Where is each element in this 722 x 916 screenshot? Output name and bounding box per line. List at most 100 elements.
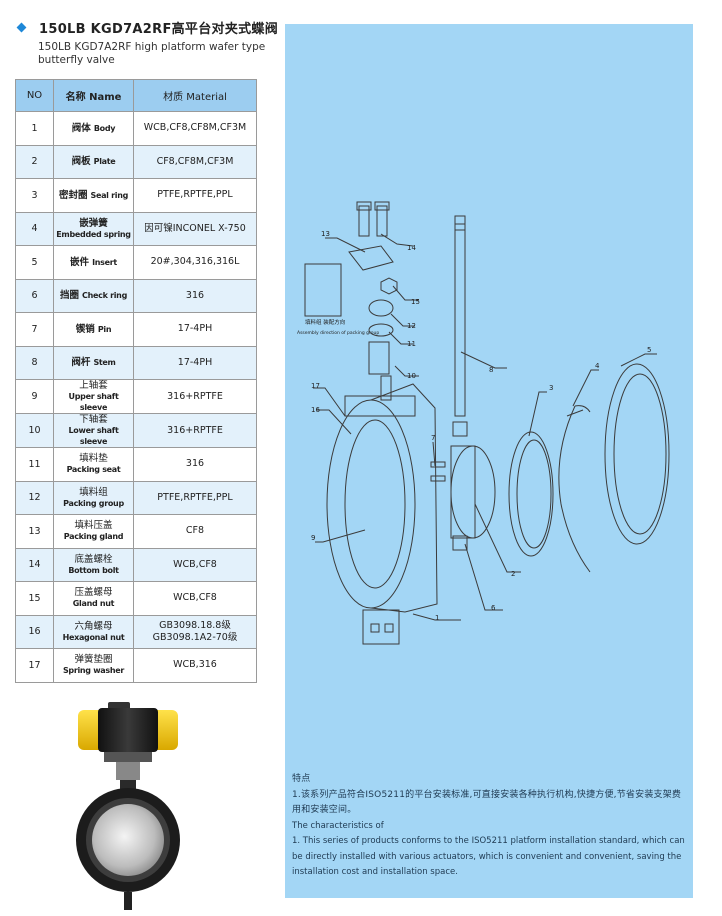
part-material: 316 bbox=[133, 278, 257, 313]
part-name-en: Check ring bbox=[82, 291, 127, 301]
page-header: 150LB KGD7A2RF高平台对夹式蝶阀 150LB KGD7A2RF hi… bbox=[16, 18, 286, 67]
callout-16: 16 bbox=[311, 406, 320, 414]
part-number: 4 bbox=[15, 211, 54, 246]
callout-1: 1 bbox=[435, 614, 439, 622]
part-name-cn: 填料组 bbox=[79, 486, 108, 498]
part-material: 316+RPTFE bbox=[133, 379, 257, 414]
title-chinese: 150LB KGD7A2RF高平台对夹式蝶阀 bbox=[39, 22, 279, 37]
part-material: WCB,CF8 bbox=[133, 581, 257, 616]
part-number: 6 bbox=[15, 278, 54, 313]
table-header-row: NO 名称 Name 材质 Material bbox=[15, 79, 257, 112]
features-heading-cn: 特点 bbox=[292, 774, 311, 784]
part-name: 嵌件 Insert bbox=[53, 245, 134, 280]
part-name-cn: 底盖螺栓 bbox=[74, 553, 113, 565]
part-name-cn: 嵌弹簧 bbox=[79, 217, 108, 229]
part-number: 16 bbox=[15, 614, 54, 649]
callout-14: 14 bbox=[407, 244, 416, 252]
part-material: 17-4PH bbox=[133, 345, 257, 380]
diagram-panel: 1 2 3 4 5 6 7 8 9 10 11 12 13 14 15 16 1… bbox=[285, 24, 693, 898]
part-number: 10 bbox=[15, 413, 54, 448]
part-number: 15 bbox=[15, 581, 54, 616]
part-name-en: Pin bbox=[97, 324, 112, 334]
part-name: 挡圈 Check ring bbox=[53, 278, 134, 313]
part-name-en: Spring washer bbox=[62, 666, 125, 676]
part-number: 17 bbox=[15, 648, 54, 683]
part-name-en: Bottom bolt bbox=[68, 565, 119, 575]
title-english: 150LB KGD7A2RF high platform wafer type … bbox=[38, 41, 266, 66]
part-name-cn: 阀板 bbox=[71, 156, 91, 168]
inset-label-cn: 填料组 装配方向 bbox=[305, 318, 345, 326]
part-number: 1 bbox=[15, 111, 54, 146]
callout-3: 3 bbox=[549, 384, 553, 392]
part-name-cn: 填料压盖 bbox=[74, 520, 113, 532]
callout-4: 4 bbox=[595, 362, 600, 370]
part-number: 7 bbox=[15, 312, 54, 347]
callout-15: 15 bbox=[411, 298, 420, 306]
callout-11: 11 bbox=[407, 340, 416, 348]
part-material: GB3098.18.8级 GB3098.1A2-70级 bbox=[133, 614, 257, 649]
callout-13: 13 bbox=[321, 230, 330, 238]
part-name-cn: 阀体 bbox=[71, 122, 91, 134]
part-name: 锲销 Pin bbox=[53, 312, 134, 347]
part-material: CF8,CF8M,CF3M bbox=[133, 144, 257, 179]
part-name-en: Packing seat bbox=[66, 465, 121, 475]
actuated-valve-photo bbox=[76, 702, 180, 910]
inset-label-en: Assembly direction of packing group bbox=[297, 330, 379, 336]
part-material: CF8 bbox=[133, 514, 257, 549]
part-number: 13 bbox=[15, 514, 54, 549]
part-material: 17-4PH bbox=[133, 312, 257, 347]
part-material: WCB,CF8,CF8M,CF3M bbox=[133, 111, 257, 146]
part-name-cn: 弹簧垫圈 bbox=[74, 654, 113, 666]
callout-9: 9 bbox=[311, 534, 315, 542]
features-text-en: 1. This series of products conforms to t… bbox=[292, 836, 685, 877]
part-name-cn: 挡圈 bbox=[60, 290, 80, 302]
packing-inset-frame bbox=[304, 263, 342, 317]
part-number: 3 bbox=[15, 178, 54, 213]
part-number: 8 bbox=[15, 345, 54, 380]
part-material: 316 bbox=[133, 447, 257, 482]
part-name-cn: 嵌件 bbox=[70, 256, 90, 268]
callout-8: 8 bbox=[489, 366, 493, 374]
part-number: 14 bbox=[15, 547, 54, 582]
part-name-cn: 上轴套 bbox=[79, 380, 108, 392]
part-material: 316+RPTFE bbox=[133, 413, 257, 448]
header-material: 材质 Material bbox=[133, 79, 257, 112]
part-name-en: Seal ring bbox=[90, 190, 129, 200]
stem-part bbox=[454, 215, 466, 417]
part-name-cn: 阀杆 bbox=[71, 357, 91, 369]
part-name-en: Hexagonal nut bbox=[62, 632, 125, 642]
part-material: PTFE,RPTFE,PPL bbox=[133, 480, 257, 515]
callout-12: 12 bbox=[407, 322, 416, 330]
part-name-cn: 下轴套 bbox=[79, 414, 108, 426]
features-text-cn: 1.该系列产品符合ISO5211的平台安装标准,可直接安装各种执行机构,快捷方便… bbox=[292, 789, 682, 816]
part-name-en: Lower shaft sleeve bbox=[68, 426, 119, 446]
part-name: 密封圈 Seal ring bbox=[53, 178, 134, 213]
header-name-cn: 名称 bbox=[65, 92, 86, 103]
part-name-en: Plate bbox=[93, 157, 116, 167]
part-material: WCB,CF8 bbox=[133, 547, 257, 582]
part-name-cn: 锲销 bbox=[75, 323, 95, 335]
part-name-cn: 填料垫 bbox=[79, 453, 108, 465]
